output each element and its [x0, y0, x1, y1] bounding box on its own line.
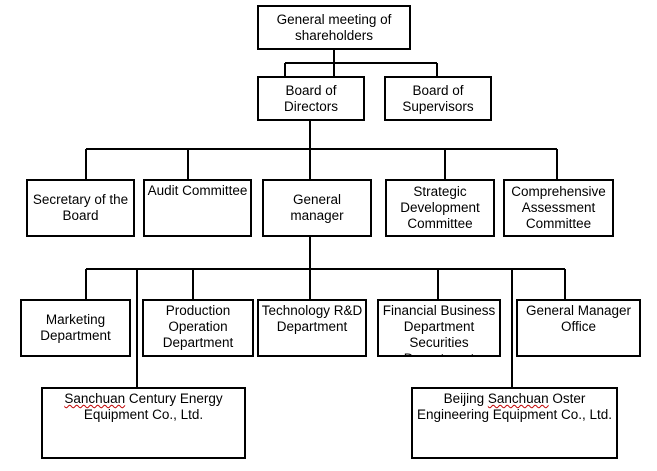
- technology-department-label: Technology R&D Department: [261, 303, 363, 334]
- gm-office-box: General Manager Office: [516, 299, 641, 357]
- board-of-directors-label: Board of Directors: [283, 82, 338, 114]
- board-of-supervisors-label: Board of Supervisors: [402, 82, 474, 114]
- general-manager-box: General manager: [262, 179, 372, 237]
- beijing-sanchuan-rest: Oster Engineering Equipment Co., Ltd.: [416, 391, 613, 422]
- gm-office-label: General Manager Office: [525, 303, 632, 334]
- production-department-label: Production Operation Department: [162, 303, 234, 350]
- assessment-committee-label: Comprehensive Assessment Committee: [511, 184, 606, 231]
- marketing-department-label: Marketing Department: [40, 312, 111, 343]
- secretary-box: Secretary of the Board: [26, 179, 135, 237]
- financial-department-label: Financial Business Department Securities…: [382, 303, 496, 355]
- shareholders-meeting-label: General meeting of shareholders: [276, 11, 392, 43]
- beijing-sanchuan-label: Beijing Sanchuan Oster Engineering Equip…: [413, 391, 616, 423]
- shareholders-meeting-box: General meeting of shareholders: [257, 5, 411, 50]
- assessment-committee-box: Comprehensive Assessment Committee: [503, 179, 614, 237]
- beijing-sanchuan-box: Beijing Sanchuan Oster Engineering Equip…: [411, 387, 618, 459]
- sanchuan-word: Sanchuan: [64, 391, 126, 406]
- financial-department-box: Financial Business Department Securities…: [377, 299, 501, 357]
- sanchuan-century-box: Sanchuan Century Energy Equipment Co., L…: [41, 387, 246, 459]
- strategic-committee-label: Strategic Development Committee: [400, 184, 480, 231]
- secretary-label: Secretary of the Board: [32, 192, 129, 223]
- strategic-committee-box: Strategic Development Committee: [385, 179, 495, 237]
- audit-committee-box: Audit Committee: [143, 179, 252, 237]
- production-department-box: Production Operation Department: [142, 299, 254, 357]
- sanchuan-century-label: Sanchuan Century Energy Equipment Co., L…: [43, 391, 244, 423]
- board-of-directors-box: Board of Directors: [257, 76, 365, 121]
- beijing-prefix: Beijing: [443, 391, 488, 406]
- technology-department-box: Technology R&D Department: [257, 299, 367, 357]
- sanchuan-century-rest: Century Energy Equipment Co., Ltd.: [83, 391, 223, 422]
- beijing-sanchuan-word: Sanchuan: [487, 391, 549, 406]
- audit-committee-label: Audit Committee: [147, 183, 248, 198]
- marketing-department-box: Marketing Department: [20, 299, 131, 357]
- general-manager-label: General manager: [290, 192, 344, 223]
- board-of-supervisors-box: Board of Supervisors: [384, 76, 492, 121]
